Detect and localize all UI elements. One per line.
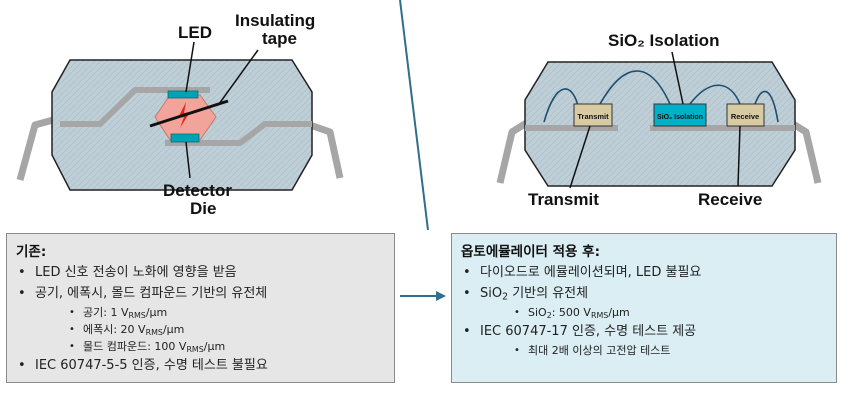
before-list: LED 신호 전송이 노화에 영향을 받음 공기, 에폭시, 몰드 컴파운드 기…	[7, 262, 394, 376]
before-sub-item-mold: 몰드 컴파운드: 100 VRMS/µm	[7, 338, 394, 355]
bond-wire-1	[543, 88, 579, 123]
receive-chip	[726, 103, 765, 127]
label-receive: Receive	[698, 190, 762, 209]
led-pointer	[185, 41, 195, 93]
panel-before-title: 기존:	[16, 244, 47, 260]
isolation-comparison-diagram: LED Insulating tape Detector Die Transmi…	[16, 0, 822, 230]
upper-lead-frame	[60, 87, 210, 127]
bond-wire-4	[754, 90, 779, 123]
panel-after: 옵토에뮬레이터 적용 후: 다이오드로 에뮬레이션되며, LED 불필요 SiO…	[451, 233, 837, 383]
before-bullet-3: IEC 60747-5-5 인증, 수명 테스트 불필요	[7, 355, 394, 376]
panel-before: 기존: LED 신호 전송이 노화에 영향을 받음 공기, 에폭시, 몰드 컴파…	[6, 233, 395, 383]
label-detector-line2: Die	[190, 199, 216, 218]
chip-label-isolation: SiO₂ Isolation	[657, 114, 703, 121]
after-sub-item-test: 최대 2배 이상의 고전압 테스트	[452, 342, 836, 359]
left-lead-right-pkg	[496, 119, 530, 184]
transmit-chip	[573, 103, 613, 127]
label-insulating-tape-line2: tape	[262, 29, 297, 48]
optocoupler-package	[16, 41, 344, 191]
sio2-isolator-package	[496, 51, 822, 189]
chip-label-receive: Receive	[731, 112, 759, 121]
insulating-tape	[149, 99, 229, 128]
label-detector-line1: Detector	[163, 181, 232, 200]
transmit-pointer	[569, 125, 591, 189]
after-sub-item-sio2: SiO2: 500 VRMS/µm	[452, 304, 836, 321]
before-bullet-2: 공기, 에폭시, 몰드 컴파운드 기반의 유전체	[7, 283, 394, 304]
label-led: LED	[178, 23, 212, 42]
tape-pointer	[218, 49, 259, 105]
after-bullet-1: 다이오드로 에뮬레이션되며, LED 불필요	[452, 262, 836, 283]
bond-wire-2	[599, 70, 671, 105]
after-bullet-2: SiO2 기반의 유전체	[452, 283, 836, 304]
isolation-chip	[653, 103, 707, 127]
led-die	[167, 90, 199, 99]
lower-lead-frame	[165, 121, 312, 146]
bond-wire-3	[689, 84, 741, 105]
before-sub-item-air: 공기: 1 VRMS/µm	[7, 304, 394, 321]
before-bullet-1: LED 신호 전송이 노화에 영향을 받음	[7, 262, 394, 283]
label-insulating-tape-line1: Insulating	[235, 11, 315, 30]
detector-pointer	[185, 141, 191, 179]
receive-pointer	[737, 125, 741, 187]
sio2-pointer	[671, 51, 684, 105]
after-list: 다이오드로 에뮬레이션되며, LED 불필요 SiO2 기반의 유전체 SiO2…	[452, 262, 836, 359]
transition-arrow	[399, 0, 429, 230]
right-lead	[308, 121, 344, 179]
after-bullet-3: IEC 60747-17 인증, 수명 테스트 제공	[452, 321, 836, 342]
detector-die	[170, 133, 200, 143]
chip-label-transmit: Transmit	[577, 112, 609, 121]
label-transmit: Transmit	[528, 190, 599, 209]
label-sio2-isolation: SiO₂ Isolation	[608, 31, 719, 50]
before-sub-item-epoxy: 에폭시: 20 VRMS/µm	[7, 321, 394, 338]
panel-after-title: 옵토에뮬레이터 적용 후:	[461, 244, 600, 260]
